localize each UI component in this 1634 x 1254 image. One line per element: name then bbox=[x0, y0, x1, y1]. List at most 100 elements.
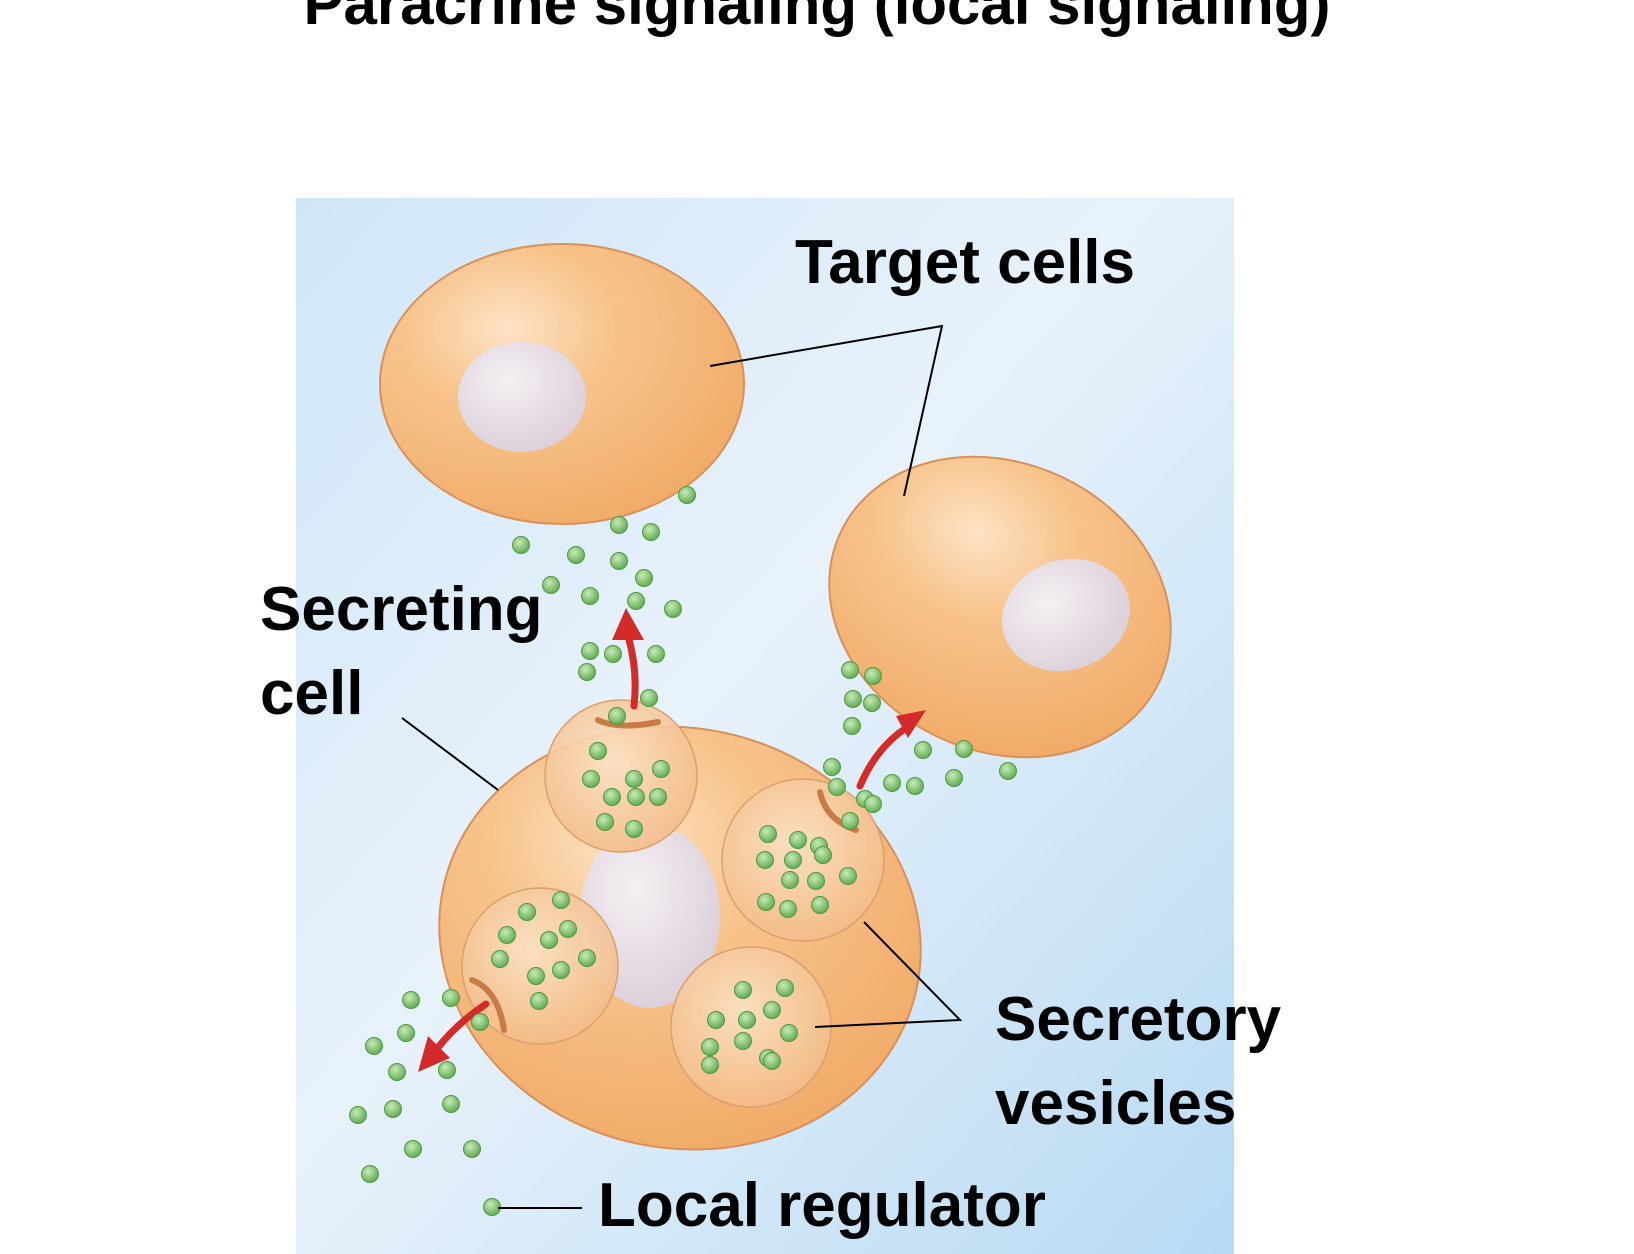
local-regulator-dot bbox=[471, 1013, 489, 1031]
exocytosis-opening-top bbox=[595, 717, 661, 729]
local-regulator-dot bbox=[906, 777, 924, 795]
local-regulator-label: Local regulator bbox=[598, 1171, 1046, 1240]
local-regulator-dot bbox=[776, 979, 794, 997]
secretion-arrow-up bbox=[624, 632, 639, 710]
local-regulator-dot bbox=[530, 992, 548, 1010]
local-regulator-dot bbox=[789, 831, 807, 849]
secretory-vesicles-label-line1: Secretory bbox=[995, 985, 1282, 1054]
local-regulator-dot bbox=[552, 961, 570, 979]
local-regulator-dot bbox=[349, 1106, 367, 1124]
local-regulator-dot bbox=[540, 931, 558, 949]
local-regulator-dot bbox=[442, 1095, 460, 1113]
local-regulator-dot bbox=[608, 707, 626, 725]
local-regulator-dot bbox=[603, 788, 621, 806]
local-regulator-dot bbox=[498, 926, 516, 944]
local-regulator-dot bbox=[701, 1038, 719, 1056]
local-regulator-dot bbox=[914, 741, 932, 759]
local-regulator-dot bbox=[518, 903, 536, 921]
leader-lines bbox=[401, 324, 963, 1209]
local-regulator-dot bbox=[384, 1100, 402, 1118]
secretory-vesicles-label-line2: vesicles bbox=[995, 1069, 1236, 1138]
local-regulator-dot bbox=[627, 592, 645, 610]
local-regulator-dot bbox=[512, 536, 530, 554]
local-regulator-dot bbox=[757, 893, 775, 911]
local-regulator-dot bbox=[625, 770, 643, 788]
secreting-cell-label-line1: Secreting bbox=[260, 575, 543, 644]
local-regulator-dot bbox=[361, 1165, 379, 1183]
local-regulator-dot bbox=[640, 689, 658, 707]
local-regulator-dot bbox=[589, 742, 607, 760]
local-regulator-dot bbox=[567, 546, 585, 564]
local-regulator-dot bbox=[814, 846, 832, 864]
local-regulator-dot bbox=[807, 872, 825, 890]
local-regulator-dot bbox=[883, 774, 901, 792]
local-regulator-dot bbox=[738, 1011, 756, 1029]
local-regulator-dot bbox=[635, 569, 653, 587]
local-regulator-dot bbox=[678, 486, 696, 504]
diagram-title: Paracrine signaling (local signaling) bbox=[303, 0, 1331, 37]
secretion-arrow-right bbox=[856, 724, 910, 790]
local-regulator-dot bbox=[610, 552, 628, 570]
local-regulator-dot bbox=[734, 981, 752, 999]
local-regulator-dot bbox=[823, 758, 841, 776]
local-regulator-dot bbox=[604, 645, 622, 663]
local-regulator-dot bbox=[863, 694, 881, 712]
local-regulator-dot bbox=[841, 661, 859, 679]
local-regulator-dot bbox=[438, 1061, 456, 1079]
local-regulator-dot bbox=[581, 587, 599, 605]
local-regulator-dot bbox=[642, 523, 660, 541]
secretion-arrow-left-head bbox=[418, 1036, 450, 1072]
local-regulator-dot bbox=[388, 1063, 406, 1081]
secretory-vesicles-leader bbox=[814, 921, 963, 1028]
local-regulator-dot bbox=[649, 788, 667, 806]
local-regulator-dot bbox=[844, 690, 862, 708]
local-regulator-dot bbox=[581, 642, 599, 660]
target-cell-2 bbox=[828, 455, 1172, 759]
secretion-arrow-up-head bbox=[612, 608, 644, 640]
local-regulator-dot bbox=[756, 851, 774, 869]
local-regulator-dot bbox=[763, 1001, 781, 1019]
local-regulator-dot bbox=[781, 871, 799, 889]
local-regulator-dot bbox=[763, 1052, 781, 1070]
local-regulator-dot bbox=[559, 920, 577, 938]
vesicle-top bbox=[544, 699, 698, 853]
local-regulator-dot bbox=[627, 788, 645, 806]
target-cells-leader bbox=[709, 324, 944, 497]
secretion-arrow-left bbox=[432, 1000, 490, 1054]
local-regulator-dot bbox=[945, 769, 963, 787]
local-regulator-molecules bbox=[349, 486, 1017, 1216]
nucleus bbox=[458, 342, 586, 452]
local-regulator-dot bbox=[596, 813, 614, 831]
local-regulator-dot bbox=[843, 717, 861, 735]
local-regulator-dot bbox=[463, 1140, 481, 1158]
local-regulator-dot bbox=[864, 795, 882, 813]
local-regulator-dot bbox=[402, 991, 420, 1009]
local-regulator-dot bbox=[707, 1011, 725, 1029]
target-cells-label: Target cells bbox=[795, 228, 1135, 297]
local-regulator-dot bbox=[652, 760, 670, 778]
local-regulator-dot bbox=[578, 949, 596, 967]
local-regulator-dot bbox=[365, 1037, 383, 1055]
secreting-cell-label-line2: cell bbox=[260, 659, 363, 728]
local-regulator-dot bbox=[491, 950, 509, 968]
local-regulator-dot bbox=[397, 1024, 415, 1042]
local-regulator-dot bbox=[864, 667, 882, 685]
local-regulator-dot bbox=[527, 967, 545, 985]
local-regulator-dot bbox=[839, 867, 857, 885]
local-regulator-dot bbox=[999, 762, 1017, 780]
local-regulator-dot bbox=[734, 1032, 752, 1050]
secreting-cell-leader bbox=[401, 717, 499, 791]
local-regulator-dot bbox=[779, 900, 797, 918]
local-regulator-dot bbox=[552, 891, 570, 909]
local-regulator-dot bbox=[784, 851, 802, 869]
vesicle-left bbox=[461, 887, 619, 1045]
local-regulator-dot bbox=[811, 896, 829, 914]
local-regulator-dot bbox=[701, 1056, 719, 1074]
local-regulator-dot bbox=[647, 645, 665, 663]
local-regulator-dot bbox=[442, 989, 460, 1007]
local-regulator-dot bbox=[841, 812, 859, 830]
local-regulator-dot bbox=[582, 770, 600, 788]
exocytosis-opening-left bbox=[469, 977, 507, 1033]
nucleus bbox=[1002, 558, 1130, 672]
